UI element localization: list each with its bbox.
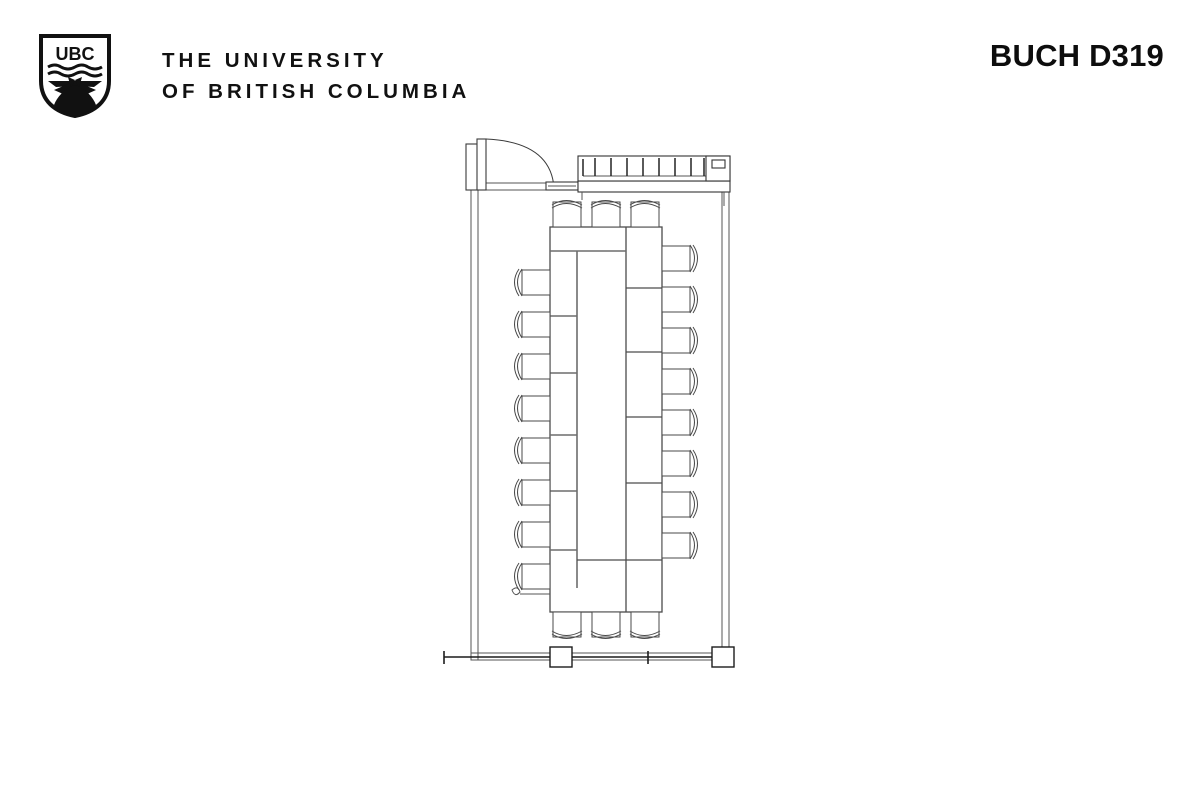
- chairs-left: [514, 268, 551, 591]
- chair: [514, 436, 551, 465]
- dimension-line: [443, 646, 735, 668]
- chair: [590, 611, 622, 639]
- chairs-top: [551, 200, 661, 228]
- chair: [661, 285, 698, 314]
- chair: [661, 244, 698, 273]
- wordmark-line-1: THE UNIVERSITY: [162, 49, 388, 72]
- table-outline: [549, 226, 663, 613]
- chair: [514, 478, 551, 507]
- ubc-wordmark: THE UNIVERSITY OF BRITISH COLUMBIA: [162, 45, 470, 107]
- chair: [514, 520, 551, 549]
- sink-basin: [711, 159, 726, 169]
- cable-port-detail: [511, 587, 550, 596]
- page-title: BUCH D319: [989, 38, 1164, 73]
- door-assembly: [465, 138, 579, 191]
- chair: [551, 611, 583, 639]
- chair: [661, 367, 698, 396]
- chairs-bottom: [551, 611, 661, 639]
- counter-top: [577, 180, 731, 193]
- conference-table: [549, 226, 663, 613]
- chair: [661, 449, 698, 478]
- floor-plan-container: [0, 120, 1200, 720]
- buch-d319-floor-plan: [443, 138, 735, 668]
- door-panel: [476, 138, 487, 191]
- page-header: UBC THE UNIVERSITY OF BRITISH COLUMBIA B…: [0, 0, 1200, 130]
- crest-letters: UBC: [56, 44, 95, 64]
- door-jamb: [465, 143, 479, 191]
- chair: [551, 200, 583, 228]
- ubc-brand-lockup: UBC THE UNIVERSITY OF BRITISH COLUMBIA: [38, 33, 470, 119]
- chair: [661, 490, 698, 519]
- chair: [514, 562, 551, 591]
- chair: [514, 310, 551, 339]
- chair: [629, 611, 661, 639]
- wordmark-line-2: OF BRITISH COLUMBIA: [162, 80, 471, 103]
- chair: [514, 352, 551, 381]
- chair: [661, 408, 698, 437]
- chair: [661, 531, 698, 560]
- chair: [590, 200, 622, 228]
- chair: [514, 268, 551, 297]
- chair: [514, 394, 551, 423]
- structural-column: [549, 646, 573, 668]
- chair: [661, 326, 698, 355]
- door-swing-arc: [485, 138, 555, 189]
- chairs-right: [661, 244, 698, 560]
- counter-cabinet: [577, 155, 731, 206]
- structural-column: [711, 646, 735, 668]
- ubc-shield-icon: UBC: [39, 34, 111, 119]
- chair: [629, 200, 661, 228]
